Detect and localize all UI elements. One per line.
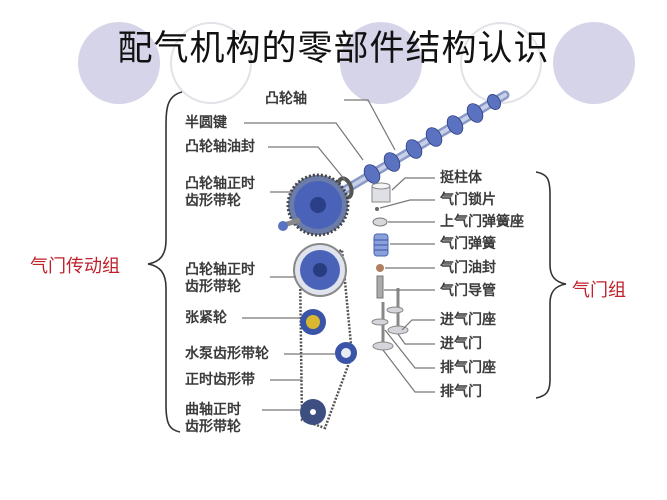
camshaft-pulley-icon <box>293 243 347 297</box>
crankshaft-pulley-icon <box>300 399 326 425</box>
group-label-valve: 气门组 <box>572 280 626 301</box>
valve-spring-icon <box>373 233 389 257</box>
tappet-icon <box>371 182 391 203</box>
valve-oil-seal-icon <box>376 264 384 272</box>
label-valve-lock: 气门锁片 <box>440 192 496 208</box>
decorative-ring <box>460 22 542 104</box>
valve-guide-icon <box>376 275 384 299</box>
group-label-valve-drive: 气门传动组 <box>30 256 120 277</box>
bolt-icon <box>278 217 301 231</box>
label-timing-belt: 正时齿形带 <box>185 372 255 388</box>
decorative-ring <box>170 22 252 104</box>
label-water-pump-pulley: 水泵齿形带轮 <box>185 346 269 362</box>
label-woodruff-key: 半圆键 <box>185 115 227 131</box>
label-camshaft-timing-pulley: 凸轮轴正时齿形带轮 <box>185 262 255 295</box>
label-camshaft-oil-seal: 凸轮轴油封 <box>185 139 255 155</box>
label-upper-spring-seat: 上气门弹簧座 <box>440 214 524 230</box>
page-title: 配气机构的零部件结构认识 <box>117 29 550 69</box>
label-tappet: 挺柱体 <box>440 170 482 186</box>
timing-belt-icon <box>298 248 354 430</box>
water-pump-pulley-icon <box>335 342 357 364</box>
label-tensioner: 张紧轮 <box>185 310 227 326</box>
valves-icon <box>371 288 409 351</box>
camshaft-icon <box>340 90 510 195</box>
tensioner-pulley-icon <box>300 309 326 335</box>
decorative-circle <box>340 22 422 104</box>
label-exhaust-valve-seat: 排气门座 <box>440 360 496 376</box>
decorative-circle <box>78 22 160 104</box>
label-intake-valve: 进气门 <box>440 336 482 352</box>
label-camshaft: 凸轮轴 <box>265 91 307 107</box>
decorative-circle <box>553 22 635 104</box>
label-valve-guide: 气门导管 <box>440 283 496 299</box>
label-camshaft-timing-gear: 凸轮轴正时齿形带轮 <box>185 176 255 209</box>
camshaft-timing-gear-icon <box>286 173 350 237</box>
label-exhaust-valve: 排气门 <box>440 384 482 400</box>
right-brace-icon <box>535 171 567 399</box>
label-crankshaft-timing-pulley: 曲轴正时齿形带轮 <box>185 402 241 435</box>
left-brace-icon <box>147 91 183 433</box>
label-valve-spring: 气门弹簧 <box>440 236 496 252</box>
valve-lock-icon <box>375 207 379 211</box>
label-intake-valve-seat: 进气门座 <box>440 312 496 328</box>
spring-seat-icon <box>372 217 388 227</box>
label-valve-oil-seal: 气门油封 <box>440 260 496 276</box>
